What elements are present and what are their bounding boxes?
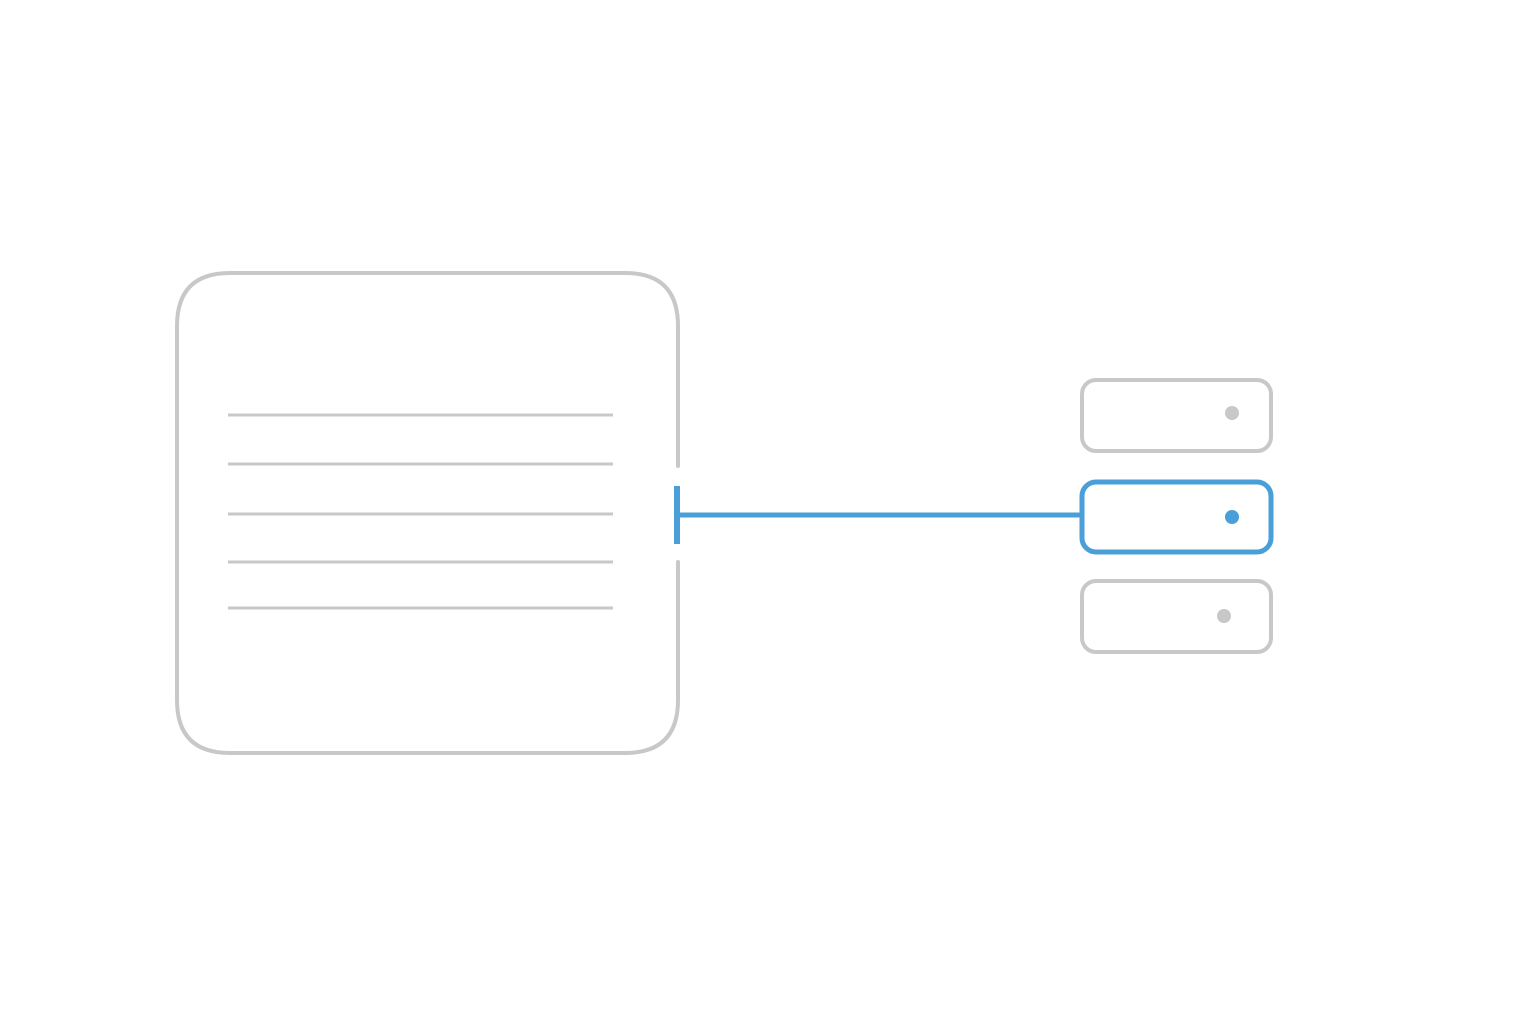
server-stack-icon bbox=[1079, 378, 1274, 654]
stack-unit-indicator bbox=[1225, 406, 1239, 420]
document-lines-icon bbox=[228, 413, 613, 610]
stack-unit-outline bbox=[1079, 479, 1274, 555]
document-panel-outline bbox=[175, 271, 680, 755]
stack-unit-bottom[interactable] bbox=[1080, 579, 1273, 654]
stack-unit-top[interactable] bbox=[1080, 378, 1273, 453]
stack-unit-middle[interactable] bbox=[1079, 479, 1274, 555]
connector bbox=[674, 486, 1082, 544]
document-panel[interactable] bbox=[175, 271, 680, 755]
stack-unit-indicator bbox=[1225, 510, 1239, 524]
stack-unit-outline bbox=[1080, 378, 1273, 453]
stack-unit-outline bbox=[1080, 579, 1273, 654]
stack-unit-indicator bbox=[1217, 609, 1231, 623]
